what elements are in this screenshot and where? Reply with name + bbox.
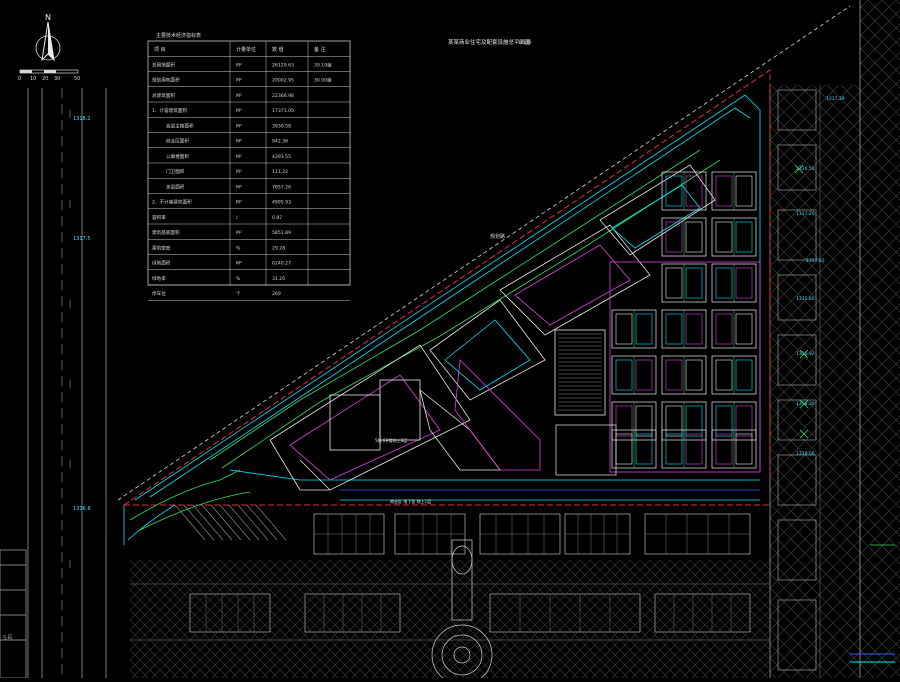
table-cell-value: 3930.58 (272, 123, 291, 129)
table-cell-item: 1、计容建筑面积 (152, 107, 187, 114)
table-cell-unit: M² (236, 154, 242, 160)
table-cell-value: 942.36 (272, 139, 288, 145)
svg-text:1319.06: 1319.06 (796, 451, 815, 457)
table-cell-item: 总用地面积 (152, 61, 175, 68)
north-arrow: N (35, 13, 61, 62)
table-cell-unit: M² (236, 230, 242, 236)
corner-note: 5幢 6#楼地上6层 (375, 437, 407, 443)
svg-text:1316.92: 1316.92 (796, 351, 815, 357)
svg-text:1317.39: 1317.39 (826, 96, 845, 102)
svg-text:1317.5: 1317.5 (73, 236, 91, 242)
table-cell-item: 高层主楼面积 (166, 122, 194, 129)
table-cell-unit: M² (236, 261, 242, 267)
table-cell-value: 31.20 (272, 276, 285, 282)
drawing-title: 某某商业住宅及配套设施总平面图 (448, 38, 531, 46)
central-buildings (269, 164, 716, 491)
table-cell-unit: M² (236, 123, 242, 129)
table-cell-unit: M² (236, 108, 242, 114)
west-buildings (0, 549, 27, 679)
table-cell-value: 20002.95 (272, 78, 294, 84)
table-title: 主要技术经济指标表 (156, 32, 201, 39)
table-cell-value: 111.22 (272, 169, 288, 175)
table-header-cell: 计量单位 (236, 46, 256, 53)
west-road: 1317.5 1318.2 1316.8 (27, 88, 107, 678)
sports-field (554, 329, 606, 416)
svg-text:0: 0 (18, 76, 21, 82)
table-cell-item: 绿地面积 (152, 260, 171, 267)
table-header-cell: 备 注 (314, 46, 326, 53)
table-cell-value: 26129.63 (272, 62, 294, 68)
table-cell-unit: % (236, 245, 241, 251)
table-cell-unit: M² (236, 93, 242, 99)
table-cell-item: 公寓楼面积 (166, 153, 189, 160)
drawing-scale: 1:500 (518, 40, 531, 46)
table-header-cell: 数 值 (272, 46, 284, 53)
svg-text:1317.20: 1317.20 (796, 211, 815, 217)
table-cell-unit: M² (236, 184, 242, 190)
site-roads (127, 94, 761, 541)
svg-text:N: N (45, 13, 51, 22)
table-cell-item: 绿地率 (152, 275, 166, 282)
table-cell-value: 5851.89 (272, 230, 291, 236)
east-neighbor-strip: 1317.39 1316.50 1317.20 1317.83 1315.80 … (769, 0, 900, 678)
table-cell-unit: 个 (236, 291, 241, 297)
table-cell-value: 7857.26 (272, 184, 291, 190)
table-cell-item: 2、不计容建筑面积 (152, 199, 192, 206)
table-cell-value: 4393.55 (272, 154, 291, 160)
legend-stripes (850, 653, 895, 663)
table-cell-item: 停车位 (152, 290, 166, 297)
table-cell-unit: / (236, 215, 238, 221)
table-cell-item: 建筑基底面积 (152, 229, 180, 236)
table-cell-item: 容积率 (152, 214, 166, 221)
site-boundary: 规划路 (117, 5, 851, 545)
table-cell-value: 29.28 (272, 245, 285, 251)
table-cell-unit: M² (236, 200, 242, 206)
table-cell-item: 多层面积 (166, 183, 185, 190)
table-cell-item: 规划用地面积 (152, 77, 180, 84)
table-cell-value: 6240.27 (272, 261, 291, 267)
svg-text:1316.50: 1316.50 (796, 166, 815, 172)
svg-text:1318.2: 1318.2 (73, 116, 91, 122)
table-cell-value: 0.87 (272, 215, 282, 221)
scale-bar: 0 10 20 30 50 (18, 69, 80, 82)
central-plaza (130, 539, 770, 682)
table-cell-unit: M² (236, 169, 242, 175)
table-cell-value: 22366.98 (272, 93, 294, 99)
table-cell-value: 4995.93 (272, 200, 291, 206)
bottom-note: 商业区 地下室 地上1层 (390, 498, 431, 504)
residential-blocks (555, 171, 761, 476)
table-cell-item: 总建筑面积 (152, 92, 175, 99)
svg-text:1316.8: 1316.8 (73, 506, 91, 512)
svg-text:1318.30: 1318.30 (796, 401, 815, 407)
table-cell-note: 30.00亩 (314, 77, 332, 84)
green-markers (794, 164, 895, 546)
table-cell-unit: M² (236, 62, 242, 68)
table-cell-unit: M² (236, 139, 242, 145)
table-cell-unit: % (236, 276, 241, 282)
table-cell-note: 39.19亩 (314, 61, 332, 68)
table-cell-value: 17371.05 (272, 108, 294, 114)
svg-text:50: 50 (74, 76, 80, 82)
building-mark-west: 5号 (3, 635, 13, 642)
svg-text:30: 30 (54, 76, 60, 82)
table-cell-unit: M² (236, 78, 242, 84)
road-label: 规划路 (490, 233, 505, 240)
svg-text:10: 10 (30, 76, 36, 82)
table-cell-item: 门卫面积 (166, 168, 185, 175)
table-header-cell: 项 目 (154, 47, 166, 53)
table-cell-value: 269 (272, 291, 281, 297)
svg-text:1317.83: 1317.83 (806, 258, 825, 264)
table-cell-item: 商业区面积 (166, 138, 189, 145)
landscape-lines (129, 149, 721, 531)
svg-text:1315.80: 1315.80 (796, 296, 815, 302)
table-cell-item: 建筑密度 (152, 244, 171, 251)
svg-text:20: 20 (42, 76, 48, 82)
